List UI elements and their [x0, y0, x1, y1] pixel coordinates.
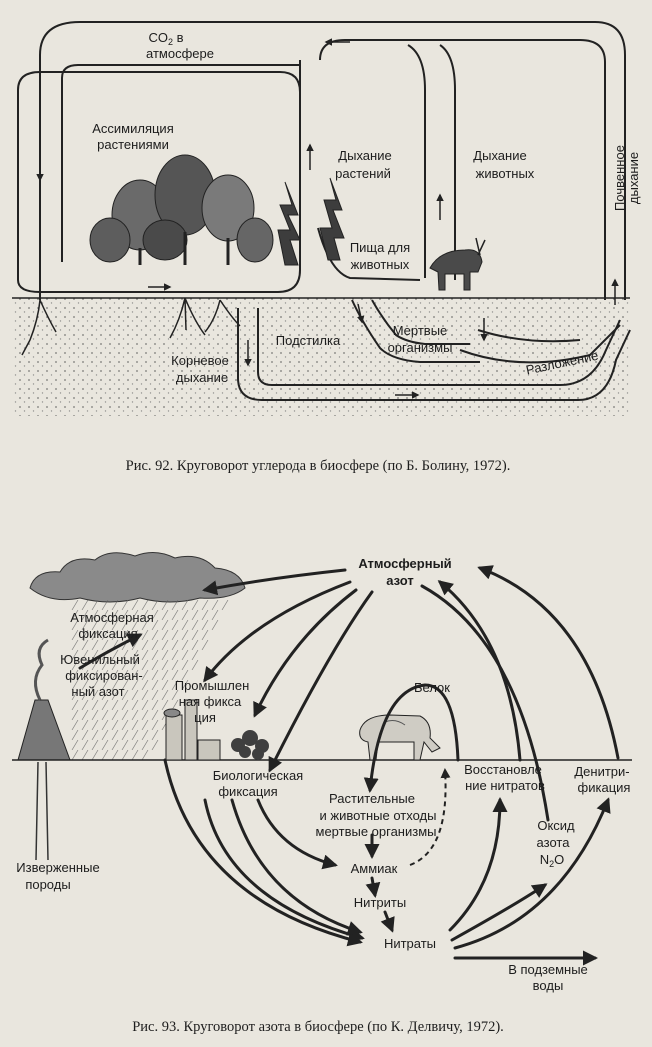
juvenile-nitrogen-label-3: ный азот	[71, 684, 124, 699]
arrow-ammonia-to-nitrites	[365, 876, 381, 898]
assimilation-label-2: растениями	[97, 137, 169, 152]
volcano-smoke	[34, 638, 49, 701]
arrow-atm-to-bio-2	[268, 590, 374, 773]
factory-illustration	[163, 699, 221, 761]
rain-illustration	[70, 600, 230, 760]
atmospheric-nitrogen-label-1: Атмосферный	[358, 556, 451, 571]
nitrogen-cycle-diagram: Атмосферный азот Атмосферная фиксация Юв…	[12, 552, 632, 1035]
arrow-food-down	[357, 303, 365, 324]
igneous-rocks-label-2: породы	[25, 877, 70, 892]
arrow-ammonia-dashed	[409, 768, 451, 866]
n2o-label: N	[540, 852, 549, 867]
nitrate-reduction-label-1: Восстановле	[464, 762, 542, 777]
waste-label-2: и животные отходы	[320, 808, 437, 823]
root-respiration-label-1: Корневое	[171, 353, 229, 368]
nitrites-label: Нитриты	[354, 895, 406, 910]
waste-label-3: мертвые организмы	[316, 824, 437, 839]
nitrogen-oxide-label-2: азота	[537, 835, 571, 850]
arrow-atm-to-industrial	[203, 580, 352, 683]
n2o-subscript: 2	[549, 859, 554, 869]
plant-respiration-label-2: растений	[335, 166, 391, 181]
carbon-cycle-diagram: CO2 в атмосфере Ассимиляция растениями Д…	[12, 21, 641, 474]
arrow-nitrates-to-denit	[453, 797, 611, 950]
ammonia-label: Аммиак	[351, 861, 398, 876]
nitrate-reduction-label-2: ние нитратов	[465, 778, 545, 793]
decomposition-channel	[459, 324, 621, 364]
arrow-atm-to-cloud	[202, 568, 347, 596]
industrial-fixation-label-3: ция	[194, 710, 216, 725]
cow-illustration	[359, 714, 441, 761]
co2-tail: в	[173, 30, 184, 45]
juvenile-nitrogen-label-2: фиксирован-	[65, 668, 143, 683]
root-respiration-label-2: дыхание	[176, 370, 228, 385]
figure-92-caption: Рис. 92. Круговорот углерода в биосфере …	[126, 458, 511, 474]
soil-respiration-label-1: Почвенное	[612, 145, 627, 211]
atmospheric-nitrogen-label-2: азот	[386, 573, 414, 588]
groundwater-label-2: воды	[533, 978, 564, 993]
arrow-industrial-to-nitrates	[230, 798, 363, 936]
arrow-plants-to-nitrates	[163, 758, 363, 947]
arrow-bio-to-ammonia	[256, 798, 338, 870]
atmosphere-loop	[39, 21, 626, 300]
nitrogen-oxide-label-1: Оксид	[537, 818, 575, 833]
arrow-nitrates-to-restore	[448, 797, 508, 932]
atmospheric-fixation-label-1: Атмосферная	[70, 610, 154, 625]
animal-respiration-channel	[407, 44, 426, 278]
n2o-tail: O	[554, 852, 564, 867]
litter-label: Подстилка	[276, 333, 341, 348]
co2-subscript: 2	[168, 37, 173, 47]
arrow-bio-to-nitrates	[203, 798, 365, 943]
roots-illustration	[21, 297, 241, 356]
arrow-protein-loop	[363, 683, 460, 793]
assimilation-label-1: Ассимиляция	[92, 121, 174, 136]
arrow-atm-to-bio	[253, 588, 358, 718]
plant-respiration-label-1: Дыхание	[338, 148, 391, 163]
food-label-2: животных	[351, 257, 410, 272]
cloud-illustration	[29, 552, 246, 603]
food-channel	[317, 227, 421, 281]
industrial-fixation-label-2: ная фикса	[179, 694, 242, 709]
deer-illustration	[429, 237, 486, 291]
magma-conduit	[35, 761, 49, 861]
volcano-illustration	[17, 699, 71, 761]
food-label-1: Пища для	[350, 240, 410, 255]
waste-label-1: Растительные	[329, 791, 415, 806]
arrow-denit-to-atm	[477, 565, 620, 760]
nitrates-label: Нитраты	[384, 936, 436, 951]
animal-respiration-label-1: Дыхание	[473, 148, 526, 163]
arrow-atm-fixation	[78, 633, 143, 670]
litter-channel	[237, 308, 631, 401]
protein-label: Белок	[414, 680, 450, 695]
denitrification-label-1: Денитри-	[574, 764, 629, 779]
arrow-nitrites-to-nitrates	[380, 910, 395, 933]
dead-organisms-label-1: Мертвые	[393, 323, 448, 338]
industrial-fixation-label-1: Промышлен	[175, 678, 250, 693]
clover-illustration	[231, 730, 269, 760]
denitrification-label-2: фикация	[578, 780, 631, 795]
svg-text:CO2 в: CO2 в	[148, 30, 183, 47]
arrow-nitrates-to-oxide	[450, 883, 548, 942]
svg-text:N2O: N2O	[540, 852, 565, 869]
soil-area	[12, 298, 630, 416]
dead-organisms-label-2: организмы	[388, 340, 453, 355]
juvenile-nitrogen-label-1: Ювенильный	[60, 652, 140, 667]
dead-organisms-channel	[351, 299, 480, 363]
arrow-oxide-to-atm	[420, 584, 550, 822]
igneous-rocks-label-1: Изверженные	[16, 860, 99, 875]
co2-label: CO	[148, 30, 168, 45]
forest-illustration	[89, 154, 345, 266]
soil-respiration-label-2: дыхание	[626, 152, 641, 204]
atmospheric-fixation-label-2: фиксация	[78, 626, 137, 641]
figure-93-caption: Рис. 93. Круговорот азота в биосфере (по…	[132, 1019, 504, 1035]
co2-atmosphere-label: атмосфере	[146, 46, 214, 61]
groundwater-label-1: В подземные	[508, 962, 588, 977]
bio-fixation-label-1: Биологическая	[213, 768, 303, 783]
animal-respiration-label-2: животных	[476, 166, 535, 181]
bio-fixation-label-2: фиксация	[218, 784, 277, 799]
